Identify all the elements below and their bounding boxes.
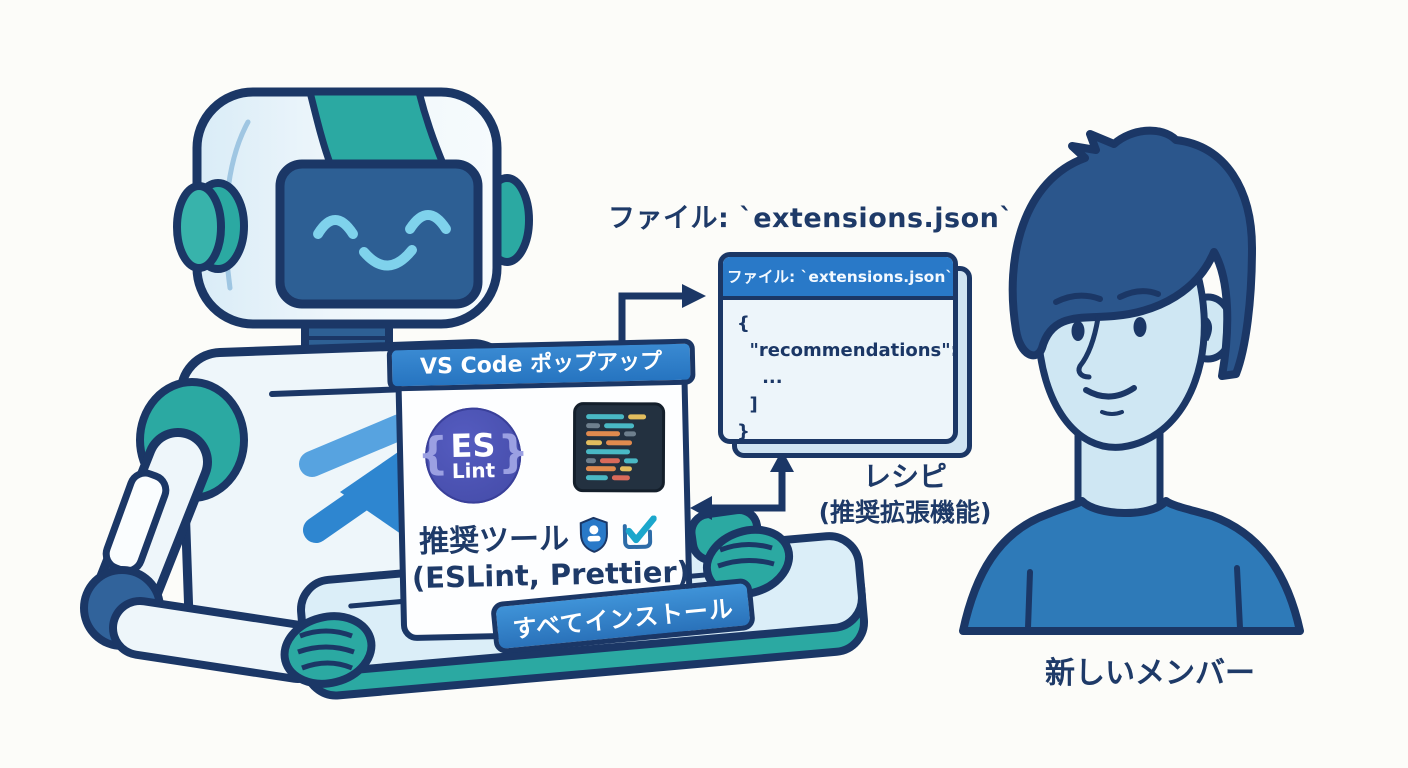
code-line: ... [737,367,783,388]
vscode-popup: VS Code ポップアップ { ES Lint } [386,338,696,642]
code-line: "recommendations": [ [737,340,958,361]
arrow-popup-to-file [618,284,706,342]
person-shirt [959,497,1304,635]
lint-shield-icon [579,516,608,553]
code-line: { [737,313,750,334]
eslint-badge-es: ES [450,426,496,466]
robot-smile [359,245,417,271]
robot-ear-left-icon [173,179,248,273]
robot-eye-left [313,215,358,239]
new-member-person [959,126,1304,635]
robot-eye-right [405,210,451,234]
eslint-badge-lint: Lint [451,457,496,483]
file-title: ファイル: `extensions.json` [608,203,1014,234]
person-hair [1008,126,1256,380]
extensions-json-card: ファイル: `extensions.json` { "recommendatio… [718,252,972,458]
eslint-brace-left: { [416,428,450,480]
robot-face-screen [275,159,483,309]
tools-label: 推奨ツール [418,521,570,560]
recipe-label-line1: レシピ [862,460,947,493]
json-card-header: ファイル: `extensions.json` [723,257,953,300]
head-stripe [305,92,450,170]
recipe-label-line2: (推奨拡張機能) [818,497,992,527]
robot-left-hand [280,612,376,688]
popup-header: VS Code ポップアップ [386,338,696,392]
prettier-code-icon [572,402,666,493]
robot-left-arm [80,378,329,683]
code-line: ] [737,394,758,415]
recipe-label: レシピ (推奨拡張機能) [790,458,1020,530]
new-member-label: 新しいメンバー [1045,656,1255,691]
robot-right-hand [687,505,794,599]
json-card-code: { "recommendations": [ ... ] } [723,300,958,442]
install-check-icon [622,515,657,550]
code-line: } [737,421,750,442]
eslint-badge-icon: { ES Lint } [417,406,529,505]
arrow-file-popup-bidirectional [690,450,794,520]
eslint-brace-right: } [496,426,530,479]
